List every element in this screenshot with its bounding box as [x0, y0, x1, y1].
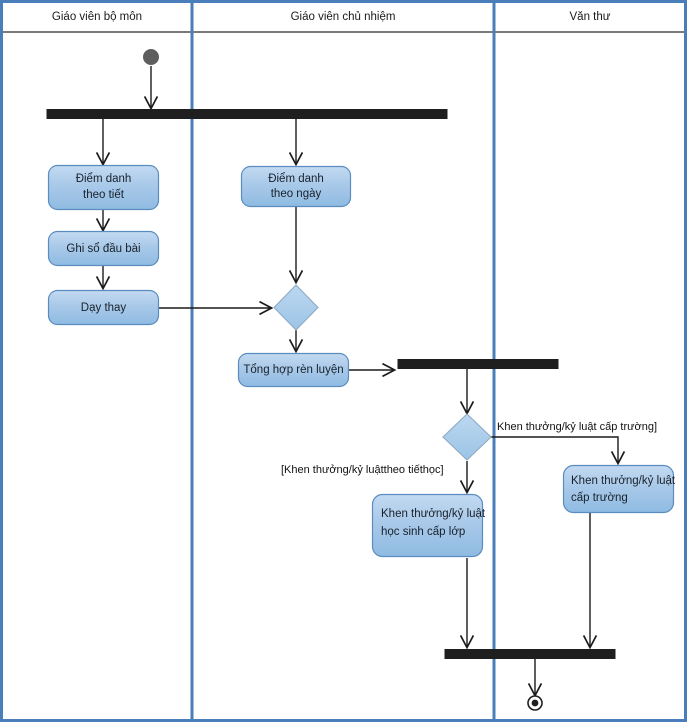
activity-label-line-1: Điểm danh: [268, 173, 324, 185]
activity-box-shape[interactable]: [562, 464, 675, 514]
activity-diem-danh-theo-ngay[interactable]: Điểm danh theo ngày: [240, 165, 352, 208]
flow-decision-to-khen-thuong-truong: [491, 436, 626, 466]
fork-bar-top-shape: [46, 109, 448, 119]
activity-label-line-2: cấp trường: [571, 492, 628, 504]
activity-diem-danh-theo-tiet[interactable]: Điểm danh theo tiết: [47, 164, 160, 211]
merge-node-1: [273, 284, 319, 331]
activity-box-shape[interactable]: [47, 230, 160, 267]
activity-ghi-so-dau-bai[interactable]: Ghi sổ đầu bài: [47, 230, 160, 267]
lane-header-giao-vien-chu-nhiem: Giáo viên chủ nhiệm: [291, 11, 396, 23]
lane-header-van-thu: Văn thư: [570, 11, 611, 23]
fork-bar-middle: [397, 359, 559, 369]
activity-box-shape[interactable]: [240, 165, 352, 208]
initial-node: [143, 49, 159, 65]
activity-label-line-1: Tổng hợp rèn luyện: [243, 364, 343, 376]
fork-bar-middle-shape: [397, 359, 559, 369]
activity-tong-hop-ren-luyen[interactable]: Tổng hợp rèn luyện: [237, 352, 350, 388]
activity-label-line-1: Khen thưởng/kỷ luật: [571, 475, 676, 487]
activity-khen-thuong-ky-luat-cap-truong[interactable]: Khen thưởng/kỷ luật cấp trường: [562, 464, 676, 514]
join-bar-bottom: [444, 649, 616, 659]
guard-label-cap-truong: Khen thưởng/kỷ luật cấp trường]: [497, 421, 657, 433]
activity-label-line-2: theo tiết: [83, 189, 125, 201]
end-node-inner-dot: [531, 699, 539, 707]
guard-text: Khen thưởng/kỷ luật cấp trường]: [497, 421, 657, 433]
fork-bar-top: [46, 109, 448, 119]
activity-label-line-2: theo ngày: [271, 188, 322, 200]
lane-header-giao-vien-bo-mon: Giáo viên bộ môn: [52, 11, 142, 23]
activity-box-shape[interactable]: [237, 352, 350, 388]
control-flows: [95, 66, 626, 698]
activity-label-line-2: học sinh cấp lớp: [381, 526, 465, 538]
activity-label-line-1: Khen thưởng/kỷ luật: [381, 508, 486, 520]
guard-text: [Khen thưởng/kỷ luậttheo tiếthọc]: [281, 464, 444, 476]
activity-label-line-1: Điểm danh: [76, 173, 132, 185]
lane-headers: Giáo viên bộ môn Giáo viên chủ nhiệm Văn…: [52, 11, 611, 23]
decision-node-1: [442, 413, 492, 461]
activity-box-shape[interactable]: [371, 493, 484, 558]
activity-day-thay[interactable]: Dạy thay: [47, 289, 160, 326]
join-bar-bottom-shape: [444, 649, 616, 659]
activity-khen-thuong-ky-luat-hoc-sinh-cap-lop[interactable]: Khen thưởng/kỷ luật học sinh cấp lớp: [371, 493, 486, 558]
start-node-icon: [143, 49, 159, 65]
decision-diamond-shape: [442, 413, 492, 461]
activity-box-shape[interactable]: [47, 164, 160, 211]
merge-diamond-shape: [273, 284, 319, 331]
final-node: [527, 695, 543, 711]
activity-label-line-1: Dạy thay: [81, 302, 127, 314]
guard-label-theo-tiet-hoc: [Khen thưởng/kỷ luậttheo tiếthọc]: [281, 464, 444, 476]
activity-box-shape[interactable]: [47, 289, 160, 326]
activity-label-line-1: Ghi sổ đầu bài: [66, 243, 140, 255]
